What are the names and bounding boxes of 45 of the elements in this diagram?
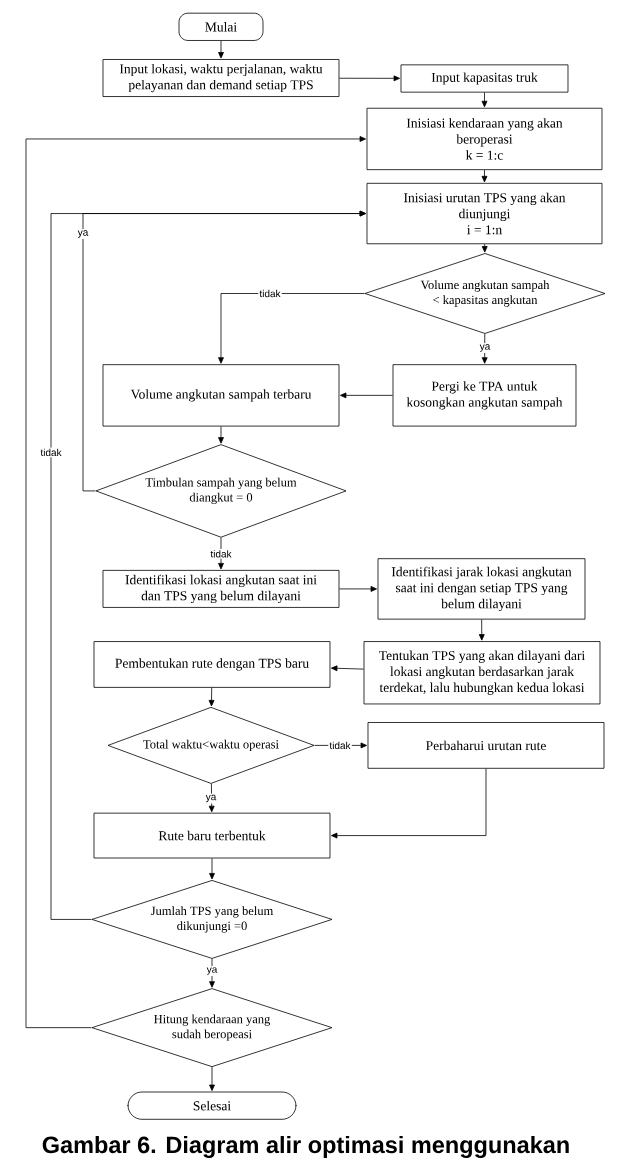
process-box: Perbaharui urutan rute <box>367 722 605 769</box>
arrow <box>218 537 224 570</box>
arrow <box>208 687 215 707</box>
edge-label: tidak <box>258 288 282 299</box>
edge-label: ya <box>478 343 492 353</box>
arrow <box>25 136 366 1029</box>
edge-label: tidak <box>328 740 352 751</box>
terminal-box: Mulai <box>178 12 264 41</box>
process-box: Volume angkutan sampah terbaru <box>102 364 340 427</box>
arrow <box>331 665 364 672</box>
process-box: Identifikasi lokasi angkutan saat ini dan TPS yang belum dilayani <box>102 570 340 608</box>
edge-label: tidak <box>39 447 63 458</box>
arrow <box>481 243 488 253</box>
process-box: Inisiasi urutan TPS yang akan diunjungi i = 1:n <box>366 182 603 245</box>
arrow <box>314 742 367 749</box>
process-box: Input lokasi, waktu perjalanan, waktu pelayanan dan demand setiap TPS <box>102 59 340 97</box>
process-box: Inisiasi kendaraan yang akan beroperasi k = 1:c <box>366 107 603 171</box>
process-box: Rute baru terbentuk <box>93 812 331 859</box>
arrow <box>339 75 400 82</box>
arrow <box>50 210 366 920</box>
arrow <box>340 392 393 399</box>
arrow <box>339 586 377 592</box>
process-box: Pembentukan rute dengan TPS baru <box>93 641 331 688</box>
arrow <box>209 1066 215 1091</box>
figure-caption: Gambar 6. Diagram alir optimasi menggunakan <box>42 1136 569 1158</box>
arrow <box>331 768 487 839</box>
arrow <box>218 426 224 444</box>
arrow <box>481 333 488 364</box>
process-box: Tentukan TPS yang akan dilayani dari lokasi angkutan berdasarkan jarak terdekat, lalu hubungkan kedua lokasi <box>363 641 601 705</box>
arrow <box>209 958 215 988</box>
process-box: Pergi ke TPA untuk kosongkan angkutan sampah <box>392 364 577 427</box>
process-box: Identifikasi jarak lokasi angkutan saat ini dengan setiap TPS yang belum dilayani <box>377 558 586 620</box>
process-box: Input kapasitas truk <box>400 64 569 93</box>
edge-label: ya <box>76 229 90 239</box>
arrow <box>481 92 488 108</box>
edge-label: ya <box>205 966 219 977</box>
arrow <box>481 169 488 183</box>
arrow <box>218 40 224 59</box>
arrow <box>478 619 485 641</box>
terminal-box: Selesai <box>127 1091 297 1120</box>
edge-label: ya <box>204 793 218 804</box>
arrow <box>218 293 365 364</box>
arrow <box>208 783 215 813</box>
arrow <box>209 858 215 880</box>
edge-label: tidak <box>209 548 233 559</box>
